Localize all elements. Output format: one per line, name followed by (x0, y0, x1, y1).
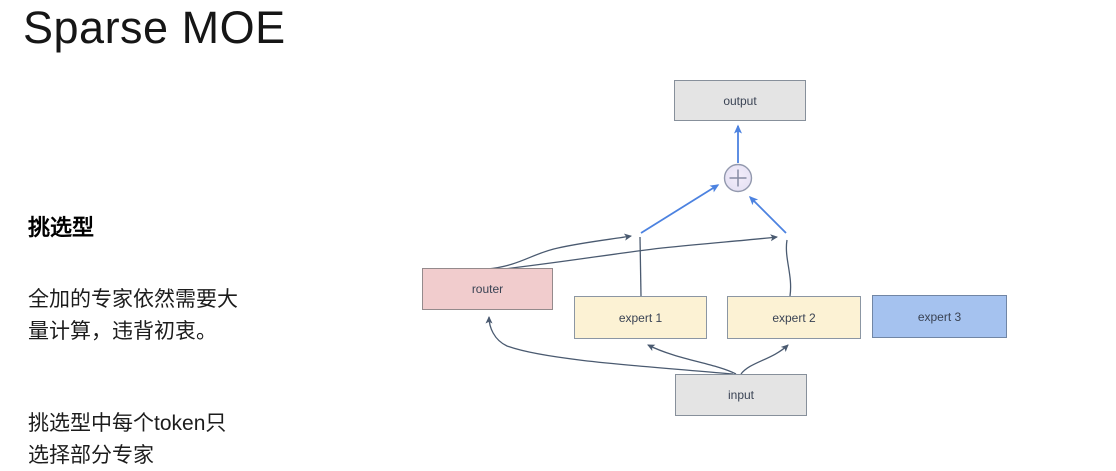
plus-icon (729, 169, 747, 187)
paragraph-line: 选择部分专家 (28, 444, 154, 467)
edge-expert1-to-gate1 (639, 236, 642, 297)
paragraph-line: 量计算，违背初衷。 (28, 320, 217, 343)
edge-input-to-expert1 (647, 344, 737, 375)
slide-title: Sparse MOE (23, 2, 286, 53)
node-router: router (422, 268, 553, 310)
paragraph-line: 挑选型中每个token只 (28, 412, 227, 435)
edge-gate2-to-sum (748, 195, 787, 234)
sum-circle (723, 163, 753, 193)
node-input: input (675, 374, 807, 416)
paragraph-full-experts: 全加的专家依然需要大 量计算，违背初衷。 (28, 284, 238, 348)
node-expert2: expert 2 (727, 296, 861, 339)
edge-expert2-to-gate2 (785, 239, 792, 297)
node-expert1: expert 1 (574, 296, 707, 339)
section-heading: 挑选型 (28, 215, 95, 240)
node-output: output (674, 80, 806, 121)
paragraph-sparse-selection: 挑选型中每个token只 选择部分专家 (28, 408, 226, 471)
node-expert3: expert 3 (872, 295, 1007, 338)
edge-router-to-gate1 (486, 233, 632, 270)
edge-gate1-to-sum (640, 184, 720, 234)
paragraph-line: 全加的专家依然需要大 (28, 288, 238, 311)
edge-input-to-expert2 (740, 344, 789, 375)
edge-router-to-gate2 (477, 234, 778, 273)
sum-node (723, 163, 753, 193)
